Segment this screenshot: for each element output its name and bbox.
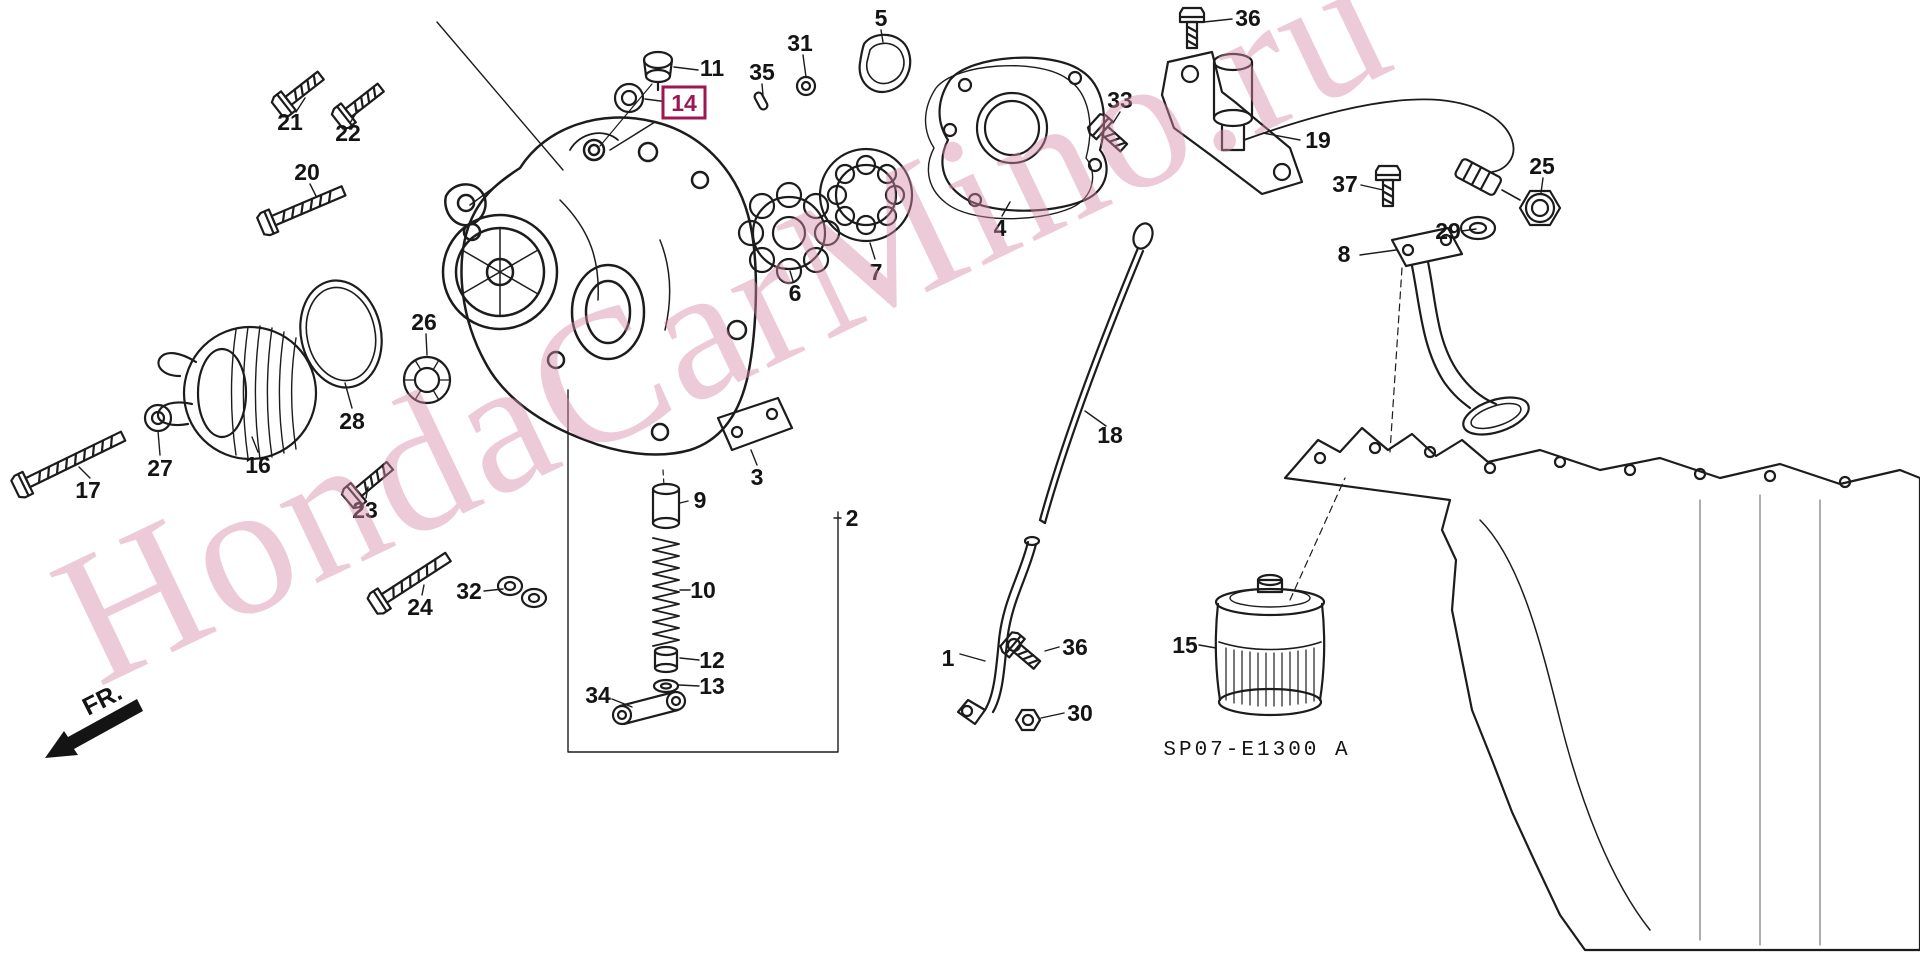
part-label-23[interactable]: 23 (352, 497, 378, 523)
part-label-36[interactable]: 36 (1062, 634, 1088, 660)
part-label-26[interactable]: 26 (411, 309, 437, 335)
bolt-37 (1374, 164, 1402, 208)
part-label-9[interactable]: 9 (694, 487, 707, 513)
part-label-33[interactable]: 33 (1107, 87, 1133, 113)
washer-29 (1459, 215, 1497, 241)
key-34 (611, 690, 687, 726)
oil-cooler-16 (156, 325, 318, 461)
highlight-box-part-14 (661, 85, 707, 120)
part-label-18[interactable]: 18 (1097, 422, 1123, 448)
part-label-28[interactable]: 28 (339, 408, 365, 434)
part-label-19[interactable]: 19 (1305, 127, 1331, 153)
washer-13 (652, 678, 680, 694)
pump-lower-plate (716, 396, 794, 452)
part-label-34[interactable]: 34 (585, 682, 611, 708)
part-label-7[interactable]: 7 (870, 259, 883, 285)
oring-5 (858, 33, 912, 94)
washers-32 (496, 575, 548, 609)
pin-35 (753, 91, 769, 111)
part-label-1[interactable]: 1 (942, 645, 955, 671)
diagram-code: SP07-E1300 A (1163, 739, 1350, 762)
part-label-3[interactable]: 3 (751, 464, 764, 490)
nut-25 (1518, 189, 1562, 227)
part-label-17[interactable]: 17 (75, 477, 101, 503)
part-label-11[interactable]: 11 (700, 55, 725, 81)
part-label-21[interactable]: 21 (277, 109, 303, 135)
part-label-22[interactable]: 22 (335, 120, 361, 146)
part-label-12[interactable]: 12 (699, 647, 725, 673)
part-label-29[interactable]: 29 (1435, 218, 1461, 244)
relief-valve-plug-9 (651, 482, 681, 530)
dipstick-18 (1038, 222, 1154, 525)
part-label-35[interactable]: 35 (749, 59, 775, 85)
nut-30 (1014, 708, 1042, 732)
part-label-13[interactable]: 13 (699, 673, 725, 699)
assembly-boundary-lines (436, 21, 839, 753)
bolt-20 (254, 178, 350, 239)
part-label-6[interactable]: 6 (789, 280, 802, 306)
front-direction-arrow (45, 699, 143, 758)
part-label-37[interactable]: 37 (1332, 171, 1358, 197)
part-label-15[interactable]: 15 (1172, 632, 1198, 658)
oil-strainer-8 (1389, 226, 1530, 453)
part-label-5[interactable]: 5 (875, 5, 888, 31)
pump-cover-4 (924, 56, 1108, 220)
inner-rotor-6 (737, 181, 841, 285)
oil-pan (1283, 426, 1920, 952)
oil-pressure-sensor-19 (1160, 50, 1521, 201)
oil-pump-housing (441, 83, 758, 487)
part-label-27[interactable]: 27 (147, 455, 173, 481)
part-label-16[interactable]: 16 (245, 452, 271, 478)
part-label-8[interactable]: 8 (1338, 241, 1351, 267)
bolt-17 (8, 424, 130, 501)
bolt-33 (1084, 110, 1133, 158)
relief-spring-10 (652, 537, 680, 647)
part-label-10[interactable]: 10 (690, 577, 716, 603)
dipstick-tube-1 (956, 535, 1041, 726)
part-label-4[interactable]: 4 (994, 215, 1007, 241)
part-label-25[interactable]: 25 (1529, 153, 1555, 179)
part-label-2[interactable]: 2 (846, 505, 859, 531)
part-label-24[interactable]: 24 (407, 594, 433, 620)
oil-filter-15 (1214, 573, 1326, 717)
washer-14 (613, 82, 645, 114)
part-label-31[interactable]: 31 (787, 30, 813, 56)
cap-plug-11 (642, 50, 674, 92)
bolt-36-top (1178, 6, 1206, 50)
part-label-20[interactable]: 20 (294, 159, 320, 185)
part-label-32[interactable]: 32 (456, 578, 482, 604)
oring-28 (299, 279, 383, 389)
washer-31 (795, 75, 817, 97)
part-label-36[interactable]: 36 (1235, 5, 1261, 31)
outer-rotor-7 (818, 147, 914, 243)
part-label-14[interactable]: 14 (671, 90, 697, 116)
part-label-30[interactable]: 30 (1067, 700, 1093, 726)
relief-valve-12 (653, 645, 679, 674)
washer-27 (143, 403, 173, 433)
seal-26 (402, 355, 452, 405)
